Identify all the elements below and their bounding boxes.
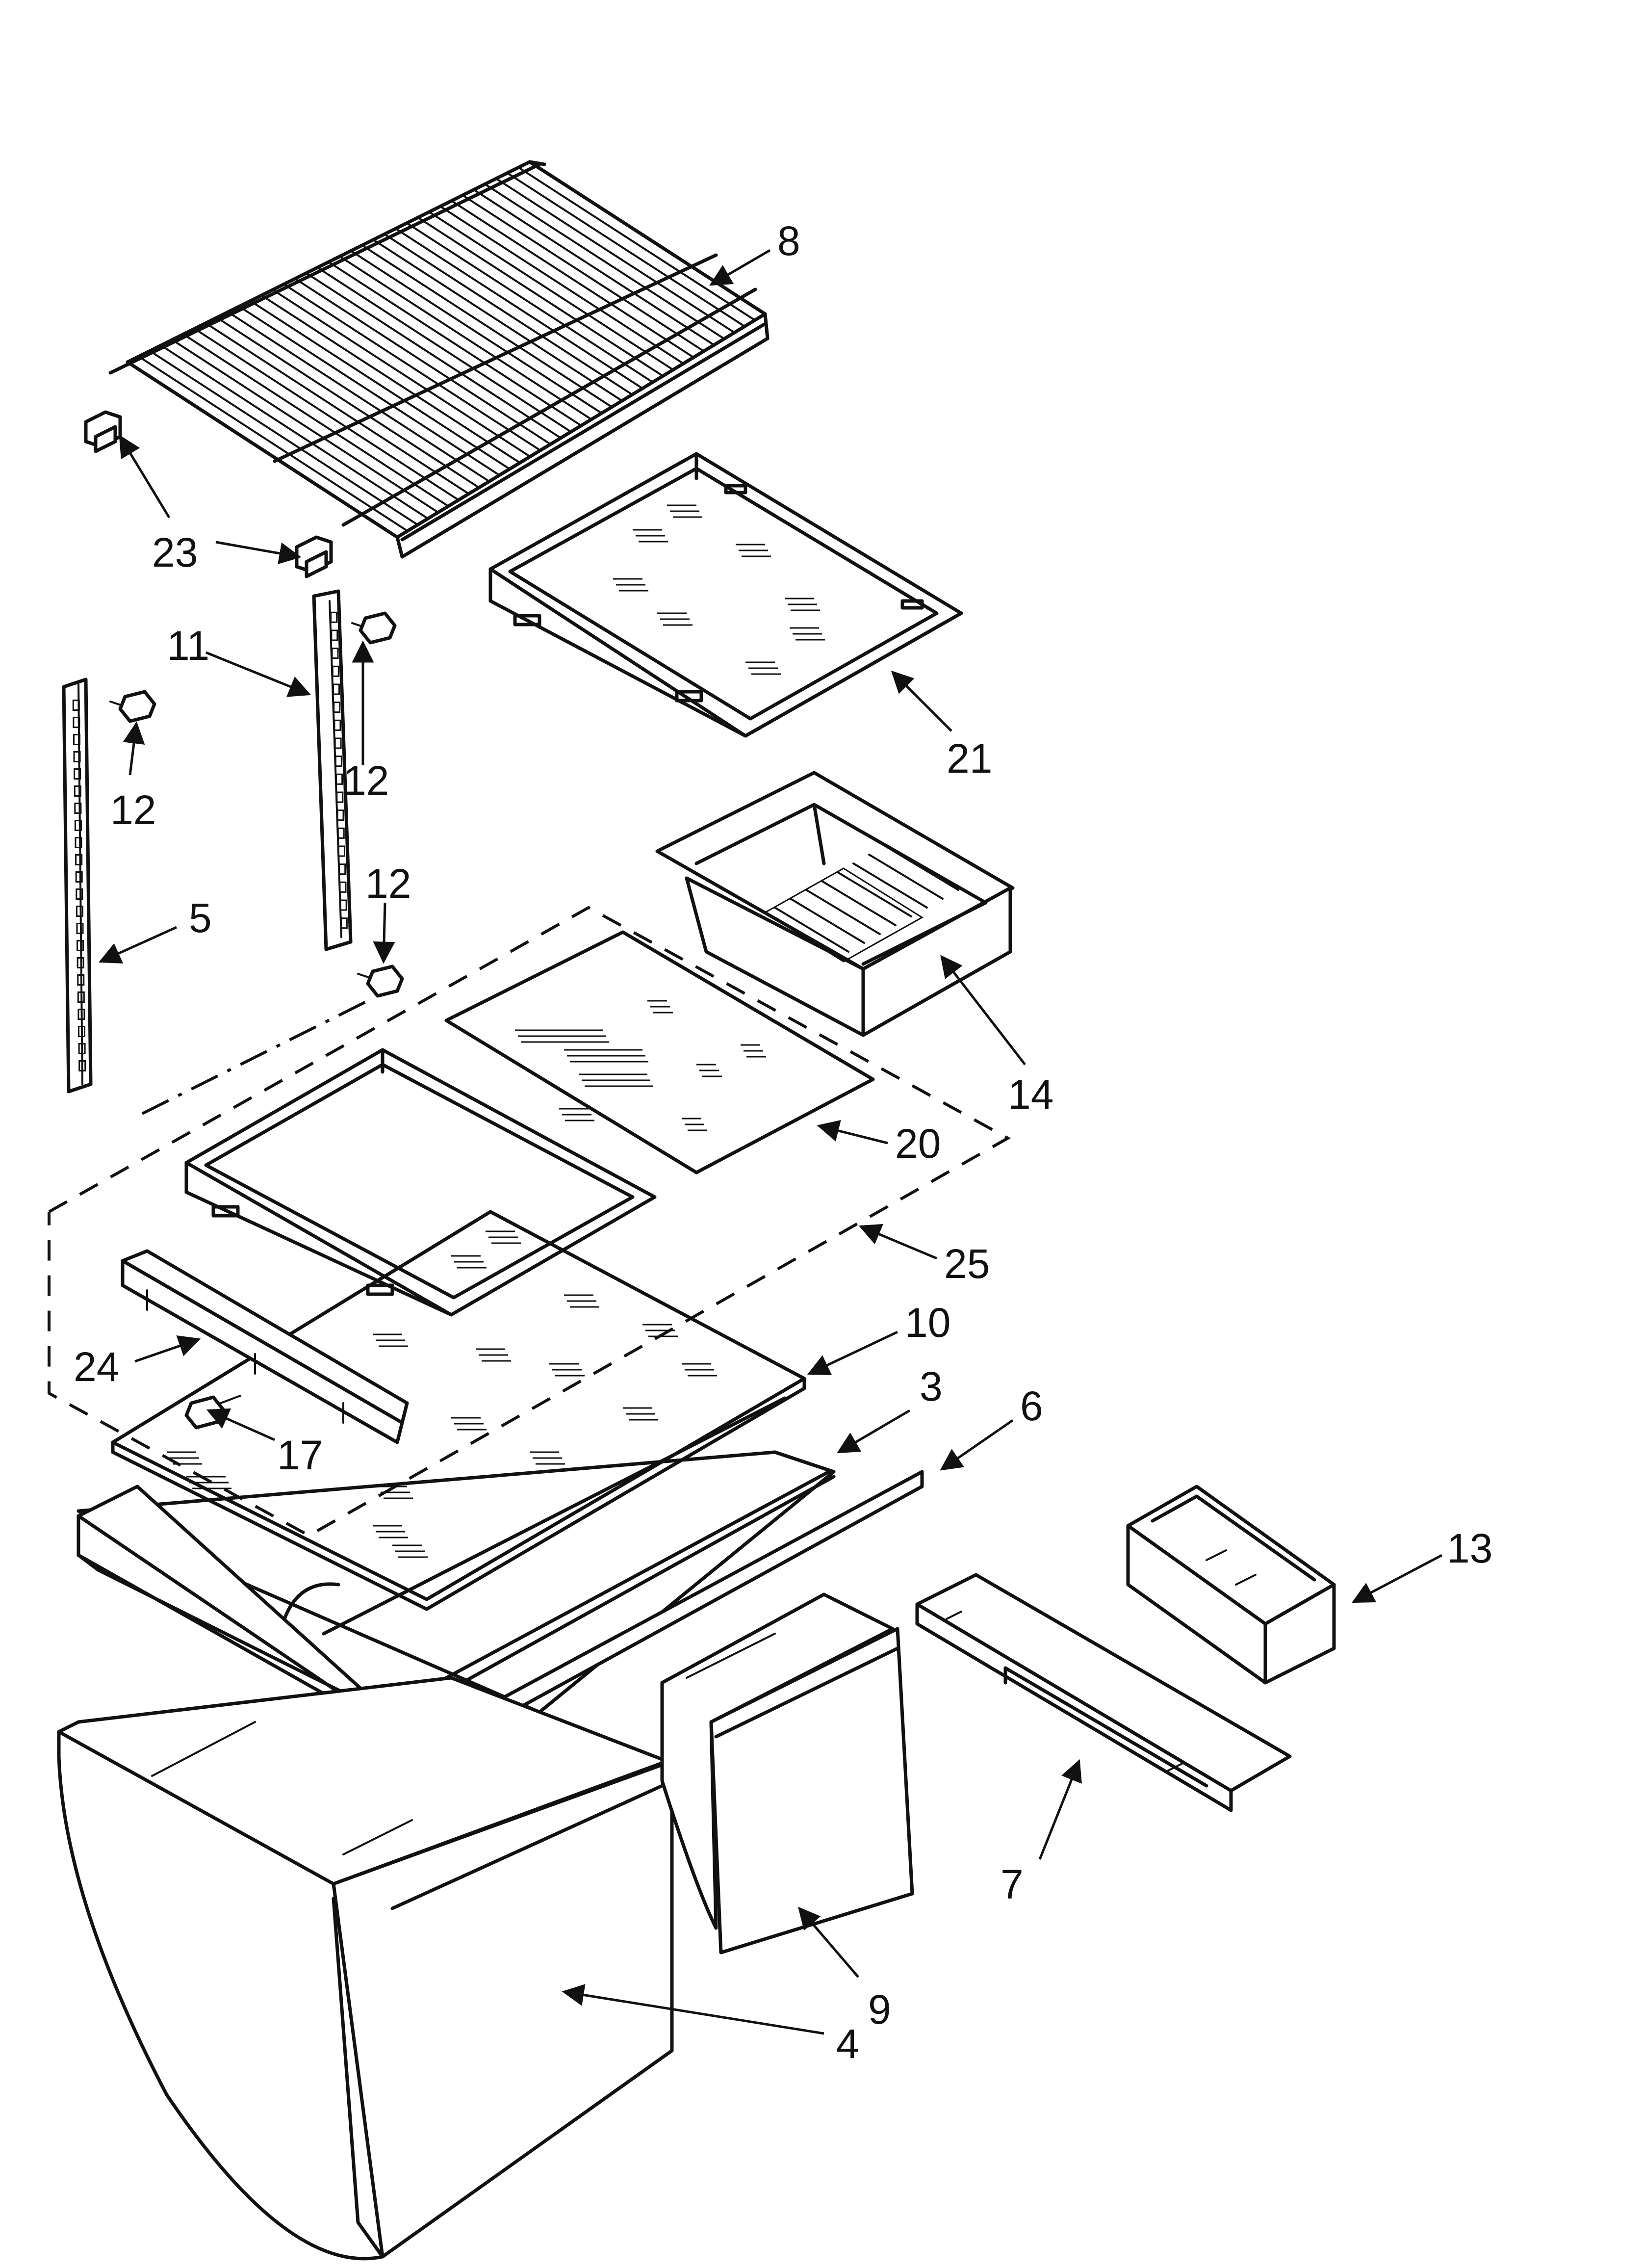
callout-4: 4 xyxy=(836,2021,859,2067)
pan-cover-frame xyxy=(488,452,963,738)
end-cap-lower xyxy=(295,535,333,578)
glass-shelf xyxy=(111,1210,806,1611)
crisper-control xyxy=(915,1573,1292,1812)
callout-8: 8 xyxy=(777,218,800,264)
callout-3: 3 xyxy=(920,1363,943,1409)
callout-23: 23 xyxy=(152,529,198,575)
rear-trim xyxy=(121,1249,409,1444)
meat-pan xyxy=(655,771,1015,1037)
callout-7: 7 xyxy=(1001,1861,1024,1907)
callout-9: 9 xyxy=(868,1986,891,2033)
shelf-ladder-left xyxy=(62,678,93,1094)
callout-20: 20 xyxy=(895,1121,941,1167)
screw-upper-right xyxy=(351,611,397,645)
wire-shelf xyxy=(108,160,770,559)
callout-6: 6 xyxy=(1020,1383,1043,1429)
callout-11: 11 xyxy=(167,623,209,669)
callout-17: 17 xyxy=(277,1432,323,1478)
end-cap-upper xyxy=(84,410,122,453)
leader-lines xyxy=(98,249,1443,2035)
crisper-drawer-small xyxy=(660,1592,914,1955)
callout-12-lower: 12 xyxy=(365,860,411,907)
assembly-guide-line xyxy=(141,997,374,1115)
callout-24: 24 xyxy=(74,1344,119,1390)
crisper-cover-frame xyxy=(184,1048,657,1317)
callout-5: 5 xyxy=(189,895,212,941)
screw-lower-right xyxy=(357,965,404,998)
glass-insert xyxy=(444,930,875,1174)
callout-21: 21 xyxy=(947,735,992,782)
callout-labels: 8 23 11 12 12 12 21 5 14 20 25 10 24 3 6… xyxy=(74,218,1492,2067)
callout-10: 10 xyxy=(905,1300,950,1346)
screw-upper-left xyxy=(109,690,156,723)
callout-12-left: 12 xyxy=(110,787,156,833)
callout-14: 14 xyxy=(1008,1071,1053,1118)
callout-25: 25 xyxy=(944,1241,990,1287)
callout-12-mid: 12 xyxy=(343,757,389,804)
shelf-ladder-right xyxy=(312,589,353,951)
door-bin xyxy=(1126,1485,1336,1685)
callout-13: 13 xyxy=(1447,1525,1492,1571)
crisper-drawer-large xyxy=(57,1676,674,2261)
